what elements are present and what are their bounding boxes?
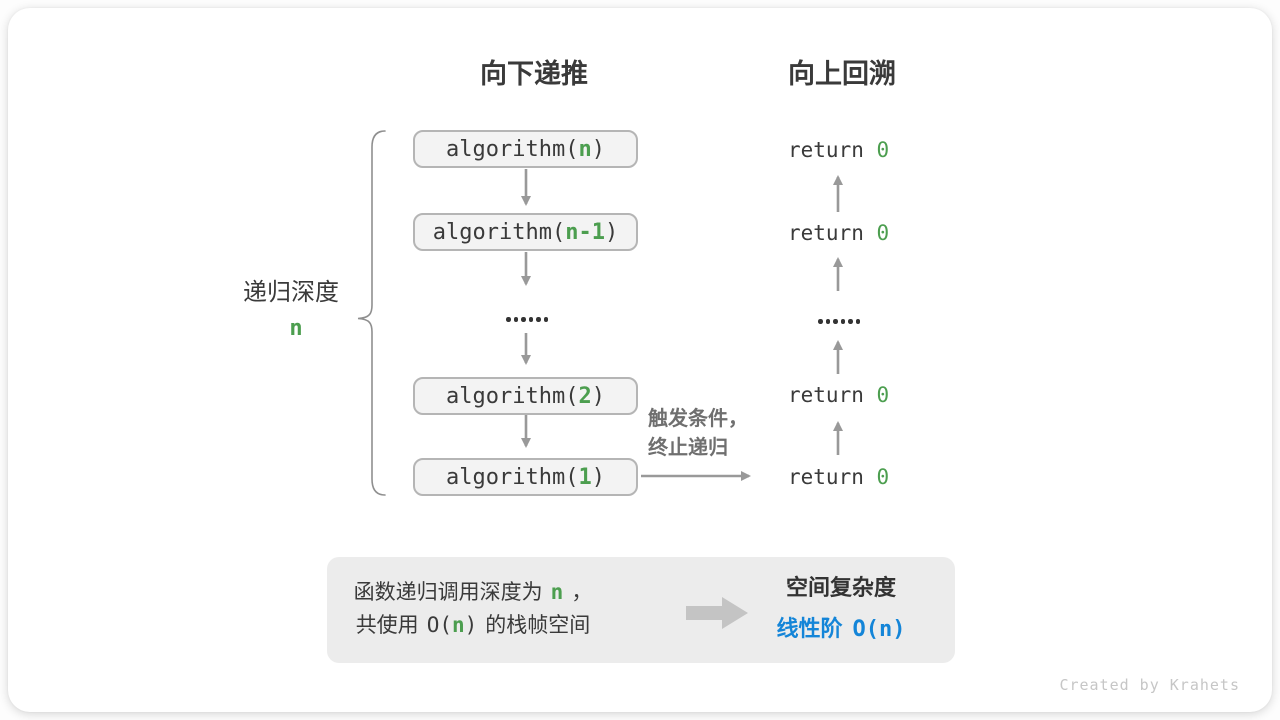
recursion-depth-var: n: [289, 316, 303, 341]
column-header-backtrack: 向上回溯: [788, 59, 896, 89]
terminate-note-line2: 终止递归: [648, 437, 728, 459]
call-text: algorithm(1): [446, 464, 605, 490]
call-text: algorithm(n-1): [432, 219, 619, 245]
ellipsis-dots: [818, 319, 860, 324]
return-statement: return 0: [788, 383, 890, 407]
block-arrow-icon: [686, 597, 748, 629]
summary-box: [327, 557, 955, 663]
space-complexity-title: 空间复杂度: [785, 575, 896, 600]
call-text: algorithm(2): [446, 383, 605, 409]
column-header-recurse: 向下递推: [480, 59, 588, 89]
call-box-2: algorithm(2): [413, 377, 638, 415]
call-box-n-1: algorithm(n-1): [413, 213, 638, 251]
return-statement: return 0: [788, 465, 890, 489]
call-text: algorithm(n): [446, 136, 605, 162]
return-statement: return 0: [788, 138, 890, 162]
terminate-note-line1: 触发条件，: [648, 408, 748, 430]
credit-text: Created by Krahets: [1059, 676, 1240, 694]
ellipsis-dots: [506, 317, 548, 322]
call-box-n: algorithm(n): [413, 130, 638, 168]
return-statement: return 0: [788, 221, 890, 245]
call-box-1: algorithm(1): [413, 458, 638, 496]
recursion-depth-label: 递归深度: [243, 279, 339, 306]
